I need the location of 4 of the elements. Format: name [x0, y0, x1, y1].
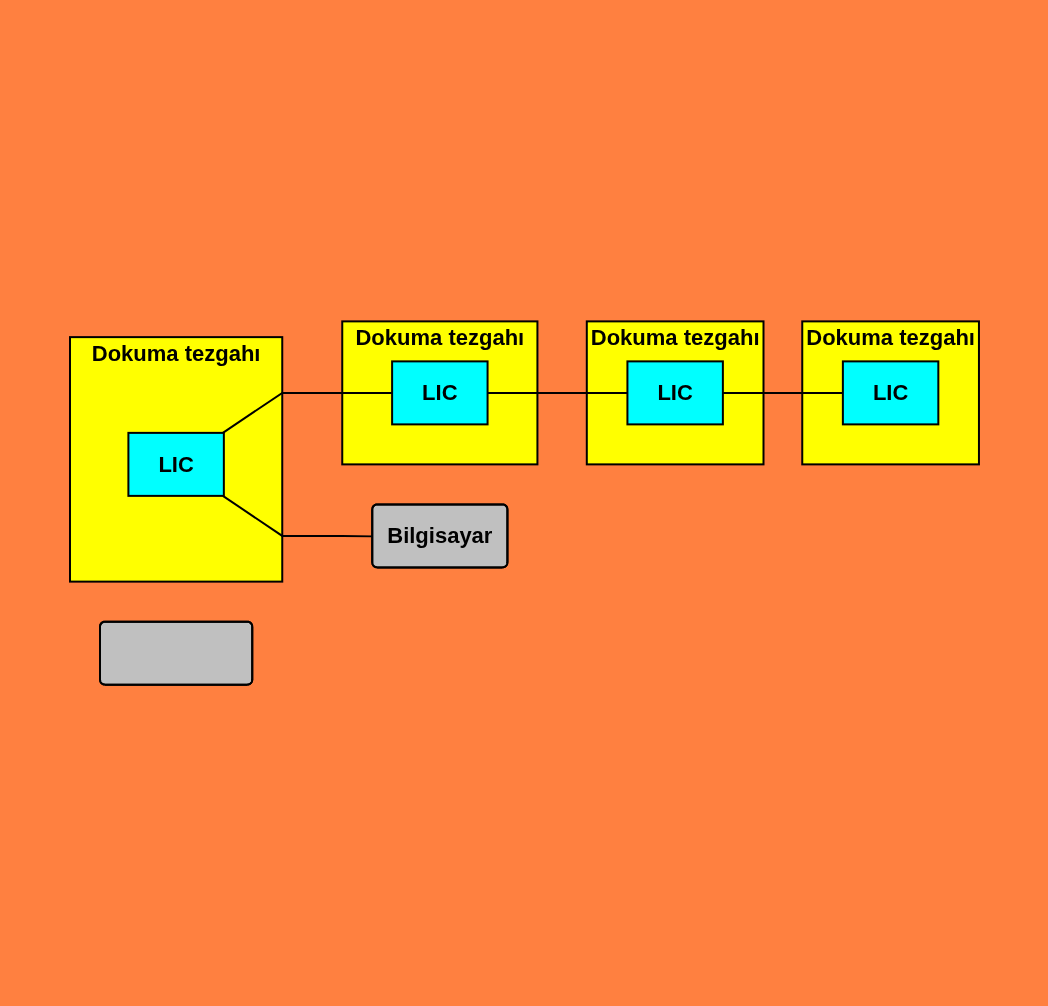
node-box: LIC	[841, 360, 939, 426]
node-box: LIC	[126, 431, 225, 497]
node-box: LIC	[390, 360, 489, 426]
node-box: LIC	[625, 360, 724, 426]
